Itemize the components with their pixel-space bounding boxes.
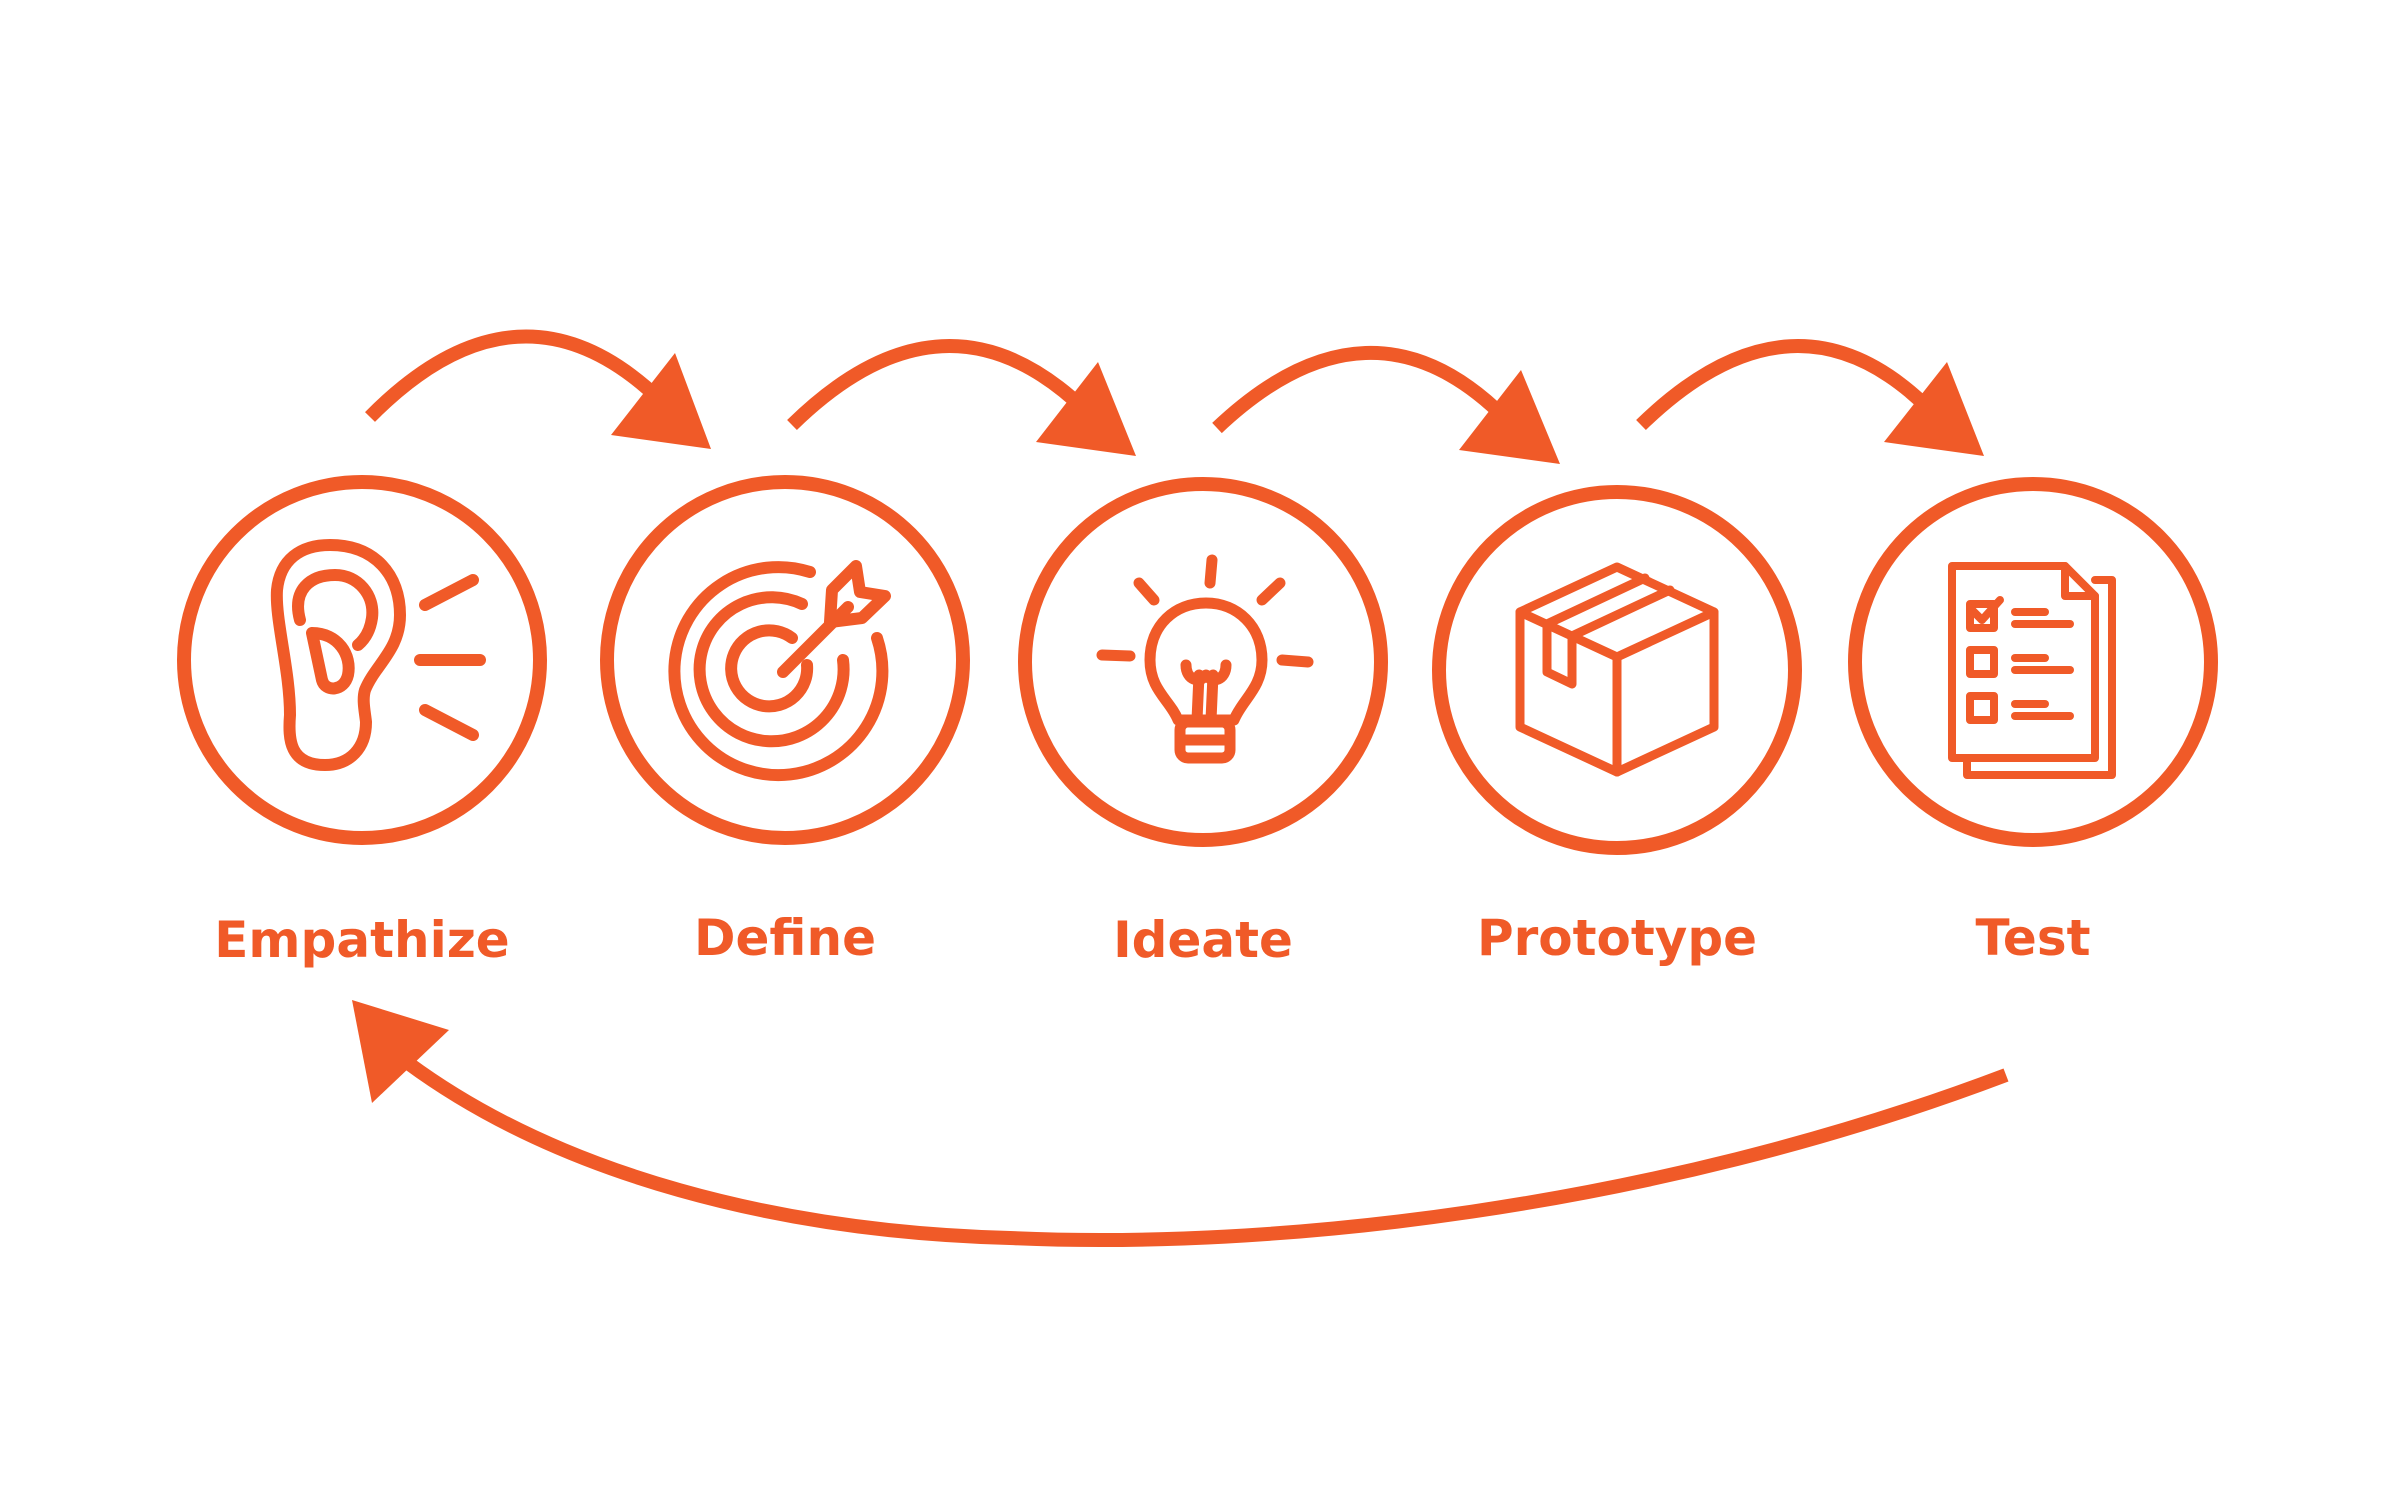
forward-arrow-empathize-define [365, 329, 711, 449]
stage-label-prototype: Prototype [1477, 909, 1757, 967]
ideate-circle [1018, 477, 1388, 847]
checklist-icon [1948, 562, 2116, 779]
forward-arrow-ideate-prototype [1212, 346, 1560, 464]
empathize-circle [177, 475, 547, 845]
test-circle [1848, 477, 2218, 847]
stage-label-define: Define [694, 909, 876, 967]
return-arrow-test-empathize [352, 1000, 2009, 1247]
forward-arrow-prototype-test [1636, 339, 1984, 456]
prototype-circle [1432, 485, 1802, 855]
lightbulb-icon [1096, 554, 1314, 764]
box-icon [1515, 562, 1719, 777]
stage-label-ideate: Ideate [1113, 911, 1293, 969]
target-arrow-icon [668, 560, 891, 782]
stage-label-test: Test [1975, 909, 2090, 967]
define-circle [600, 475, 970, 845]
forward-arrow-define-ideate [787, 339, 1136, 456]
stage-label-empathize: Empathize [214, 911, 509, 969]
ear-icon [270, 539, 486, 771]
stage-circles [177, 475, 2218, 855]
